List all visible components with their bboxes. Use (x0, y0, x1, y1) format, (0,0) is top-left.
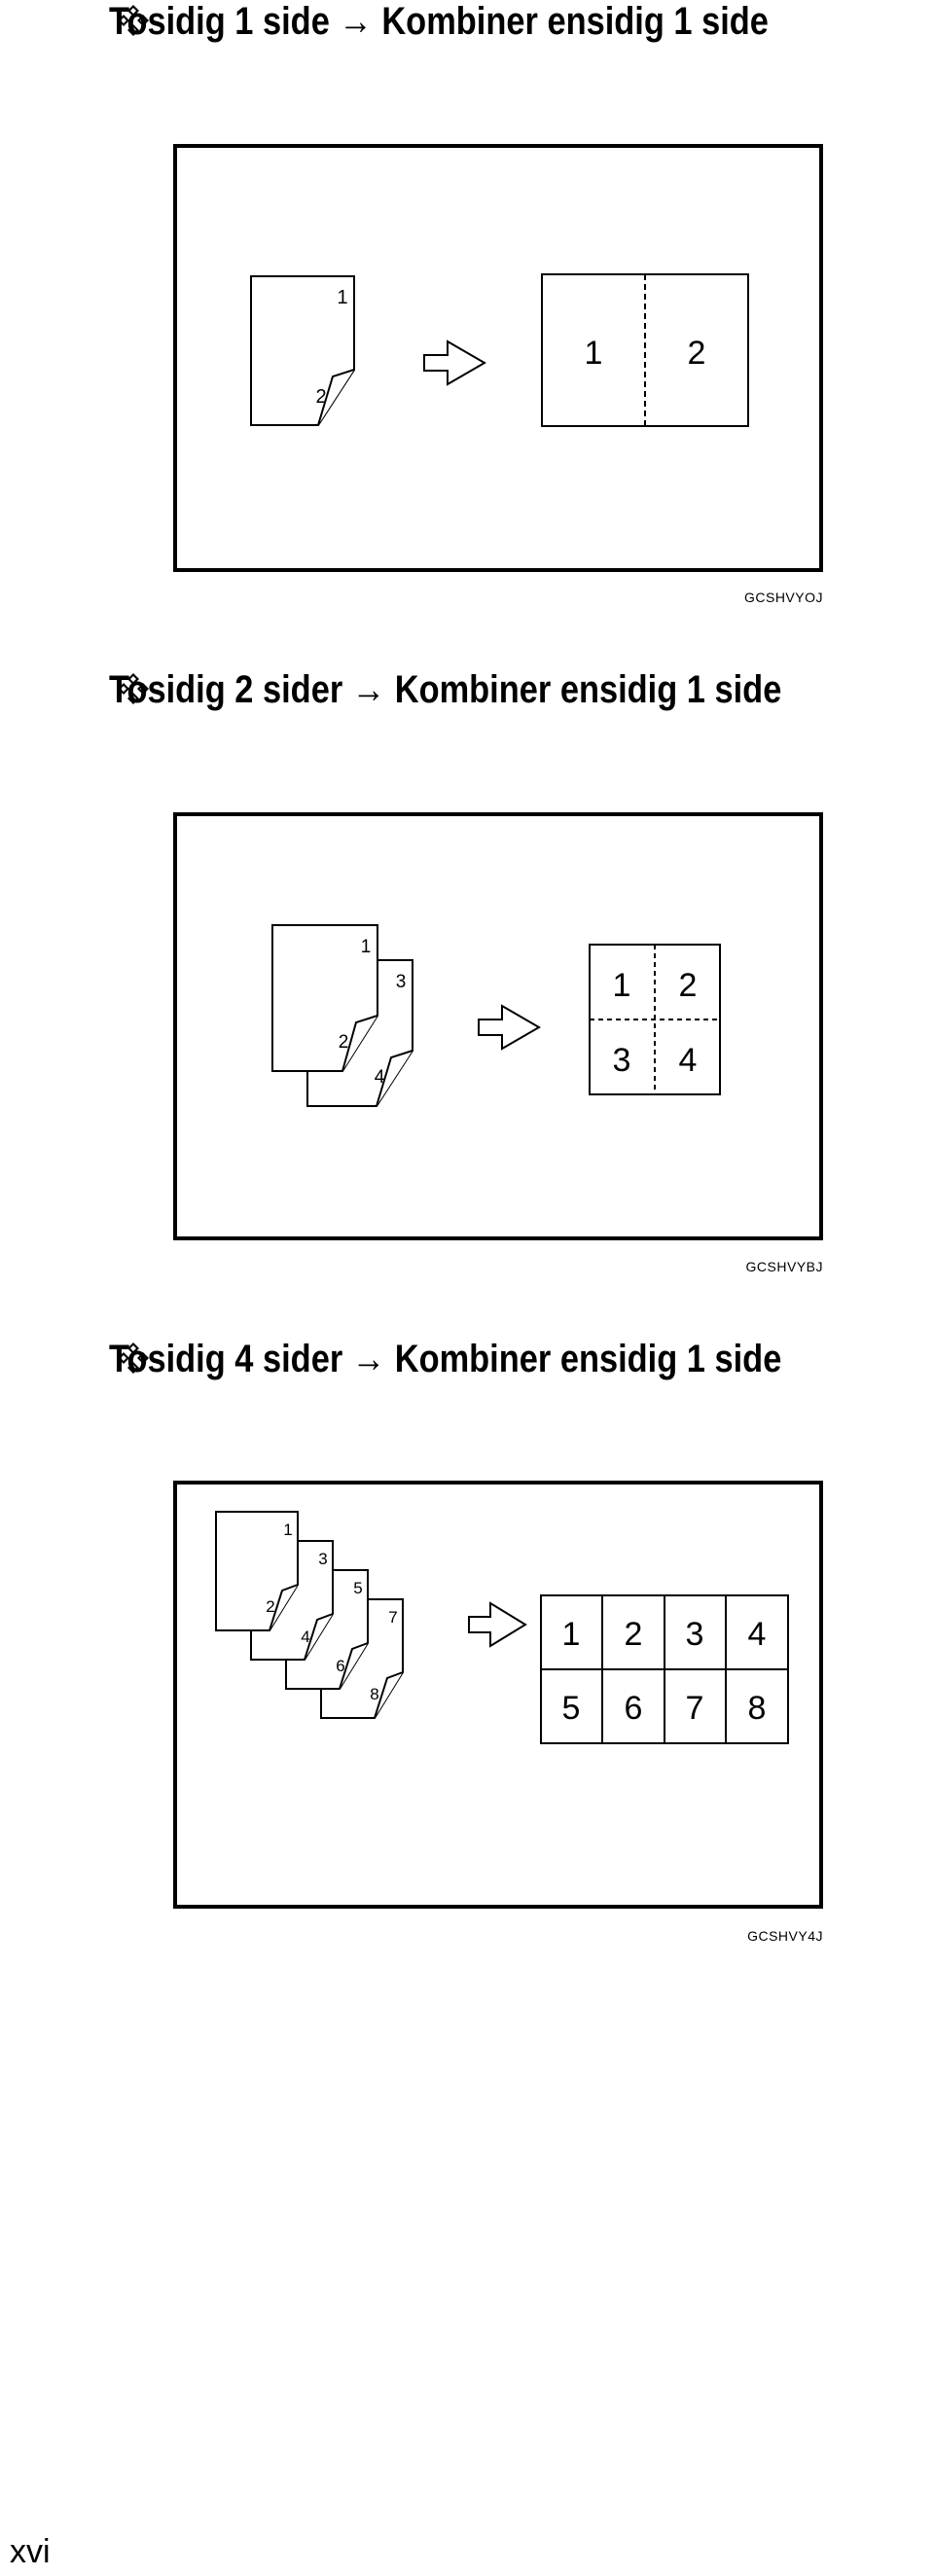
diagram-3: 7 8 5 6 3 4 1 2 1 2 (173, 1481, 823, 1909)
diagram-code-3: GCSHVY4J (747, 1928, 823, 1944)
diagram-1: 1 2 1 2 (173, 144, 823, 572)
result-page-5: 5 (562, 1690, 581, 1727)
diamond-bullet-icon (118, 1342, 149, 1374)
diagram-1-drawing: 1 2 1 2 (250, 273, 749, 427)
result-sheet: 1 2 3 4 (589, 944, 721, 1095)
result-sheet: 1 2 3 4 5 6 7 8 (540, 1594, 789, 1744)
result-page-4: 4 (679, 1042, 698, 1079)
diagram-2: 3 4 1 2 1 2 3 4 (173, 812, 823, 1240)
hollow-right-arrow-icon (423, 340, 486, 386)
section-title-2: Tosidig 2 sider → Kombiner ensidig 1 sid… (109, 668, 782, 711)
source-page-3: 3 (396, 972, 407, 992)
result-page-1: 1 (613, 967, 631, 1004)
result-page-3: 3 (613, 1042, 631, 1079)
source-page-2: 2 (266, 1597, 274, 1616)
hollow-right-arrow-icon (478, 1004, 541, 1051)
source-page-3: 3 (318, 1550, 327, 1568)
result-page-6: 6 (625, 1690, 643, 1727)
diamond-bullet-icon (118, 673, 149, 704)
source-page-5: 5 (353, 1579, 362, 1597)
result-page-8: 8 (748, 1690, 767, 1727)
source-page-8: 8 (370, 1685, 378, 1703)
result-sheet: 1 2 (541, 273, 749, 427)
result-page-2: 2 (625, 1616, 643, 1653)
diagram-code-2: GCSHVYBJ (745, 1259, 823, 1274)
source-page-1: 1 (283, 1521, 292, 1539)
diagram-2-drawing: 3 4 1 2 1 2 3 4 (271, 924, 721, 1107)
source-sheet: 1 2 (250, 275, 355, 426)
source-page-4: 4 (301, 1628, 309, 1646)
source-sheet-front: 1 2 (271, 924, 378, 1072)
source-sheet-1: 1 2 (215, 1511, 299, 1631)
source-page-4: 4 (375, 1067, 385, 1088)
section-title-1: Tosidig 1 side → Kombiner ensidig 1 side (109, 0, 769, 43)
hollow-right-arrow-icon (468, 1601, 527, 1648)
source-page-1: 1 (337, 287, 347, 308)
result-page-1: 1 (585, 335, 603, 372)
result-page-2: 2 (679, 967, 698, 1004)
source-page-6: 6 (336, 1657, 344, 1675)
source-page-7: 7 (388, 1608, 397, 1627)
page-number: xvi (10, 2533, 51, 2570)
result-page-4: 4 (748, 1616, 767, 1653)
diagram-3-drawing: 7 8 5 6 3 4 1 2 1 2 (215, 1511, 789, 1744)
result-page-3: 3 (686, 1616, 704, 1653)
section-title-3: Tosidig 4 sider → Kombiner ensidig 1 sid… (109, 1338, 782, 1380)
diamond-bullet-icon (118, 5, 149, 36)
diagram-code-1: GCSHVYOJ (743, 590, 823, 605)
result-page-1: 1 (562, 1616, 581, 1653)
source-page-2: 2 (339, 1032, 349, 1053)
result-page-2: 2 (688, 335, 706, 372)
result-page-7: 7 (686, 1690, 704, 1727)
source-page-2: 2 (315, 386, 326, 408)
source-page-1: 1 (361, 937, 372, 957)
